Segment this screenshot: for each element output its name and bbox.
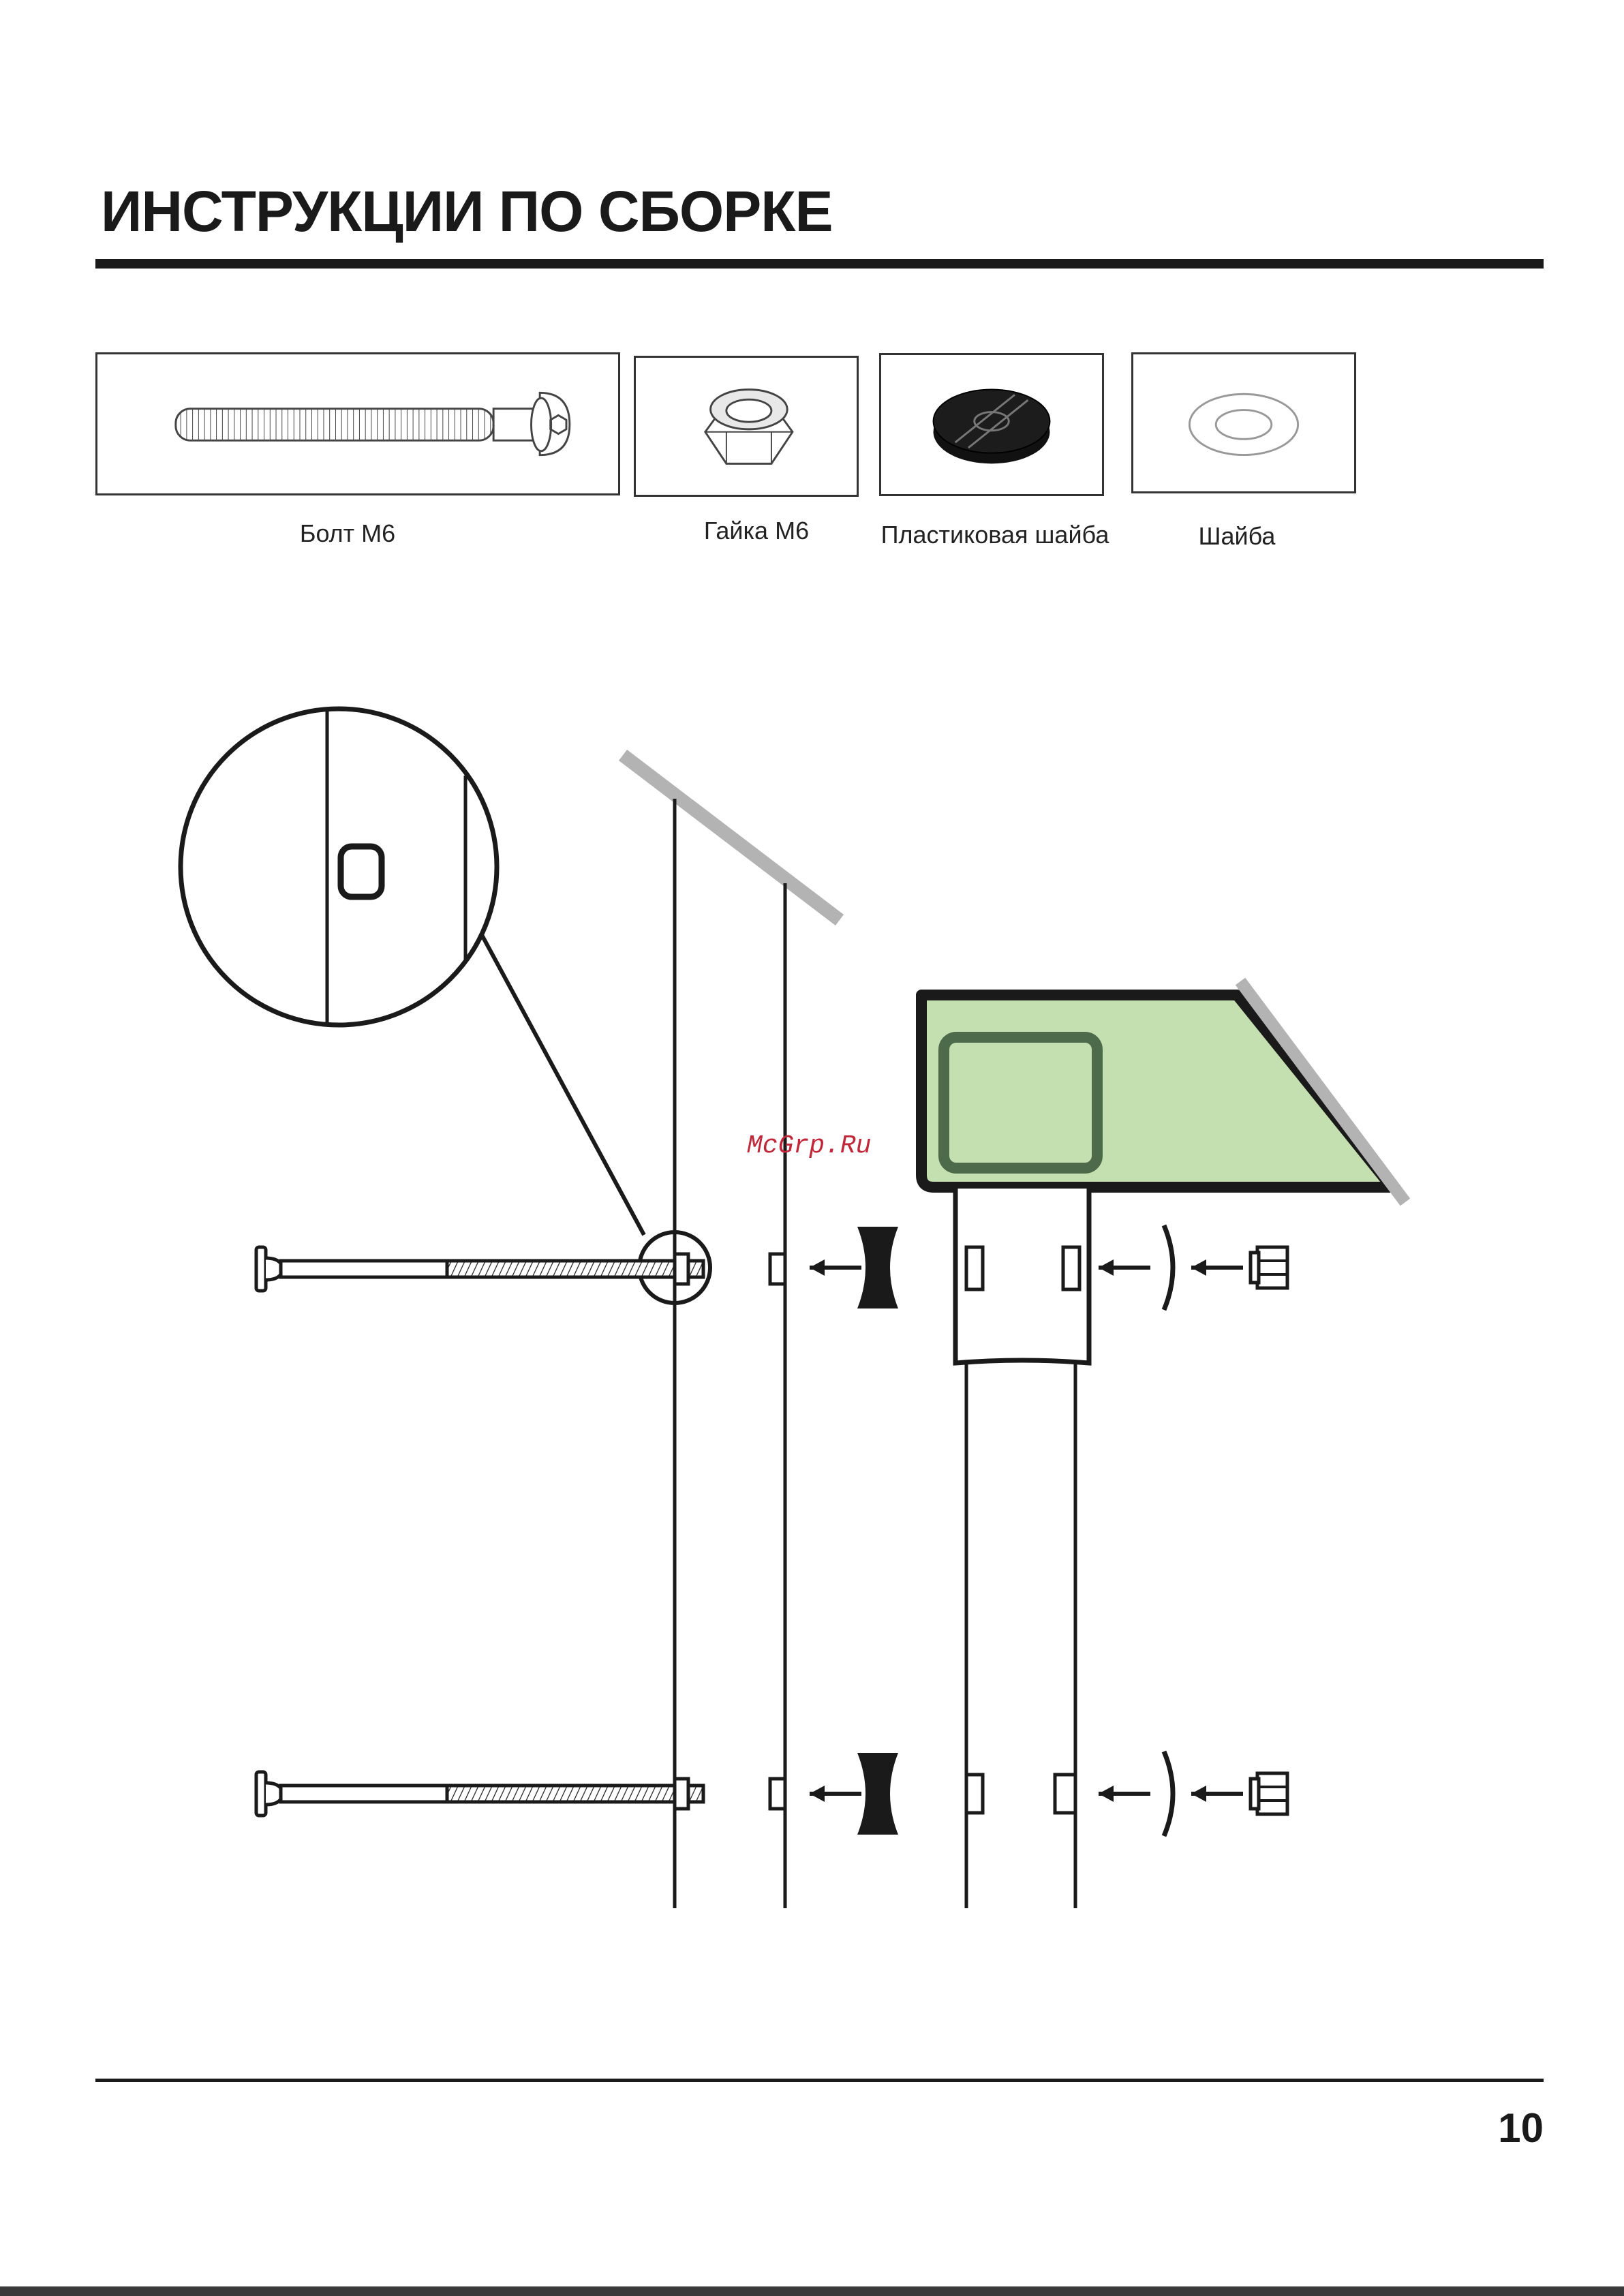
bracket-highlight <box>921 981 1405 1908</box>
footer-rule <box>95 2079 1544 2082</box>
bolt-row-lower <box>256 1751 1287 1836</box>
scan-edge <box>0 2286 1624 2296</box>
frame-poles <box>623 755 840 1908</box>
watermark: McGrp.Ru <box>747 1131 871 1161</box>
page-number: 10 <box>1498 2104 1544 2152</box>
bolt-row-upper <box>256 1225 1287 1310</box>
detail-magnifier <box>181 709 710 1303</box>
